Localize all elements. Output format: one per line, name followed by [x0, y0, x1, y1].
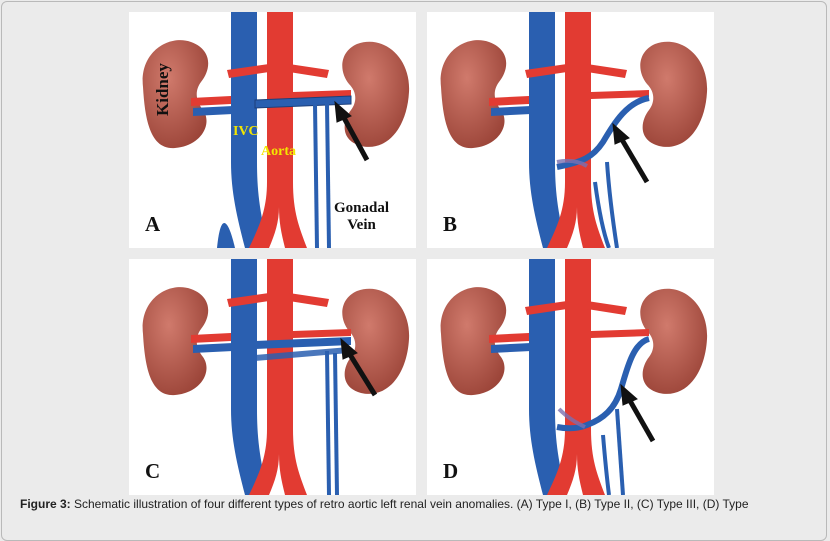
gonadal-label-line2: Vein [347, 217, 376, 234]
panel-letter-b: B [443, 212, 458, 236]
figure-number: Figure 3: [20, 497, 71, 511]
right-kidney [640, 41, 708, 147]
aorta [249, 259, 307, 495]
gonadal-vein-label: Gonadal Vein [334, 200, 389, 235]
arrow-pointer [620, 383, 656, 443]
panel-letter-a: A [145, 212, 161, 236]
left-kidney [142, 287, 209, 396]
caption-text: Schematic illustration of four different… [70, 497, 749, 511]
ivc [231, 259, 269, 495]
left-renal-vein [255, 337, 351, 349]
left-kidney [440, 40, 507, 149]
gonadal-vein [313, 104, 319, 248]
right-kidney [342, 288, 410, 394]
ivc-label: IVC [233, 124, 259, 139]
gonadal-label-line1: Gonadal [334, 200, 390, 216]
renal-anatomy-illustration-a [142, 12, 410, 248]
panel-type-1: Kidney IVC Aorta Gonadal Vein A [129, 12, 416, 248]
kidney-label: Kidney [153, 63, 172, 116]
figure-caption: Figure 3: Schematic illustration of four… [20, 497, 820, 511]
arrow-pointer [340, 337, 378, 397]
left-kidney [142, 40, 209, 149]
panel-letter-d: D [443, 459, 459, 483]
renal-anatomy-illustration-d [440, 259, 708, 495]
panel-type-3: C [129, 259, 416, 495]
panel-letter-c: C [145, 459, 161, 483]
right-kidney [640, 288, 708, 394]
aorta [547, 259, 605, 495]
panel-type-2: B [427, 12, 714, 248]
left-renal-vein [556, 336, 651, 432]
aorta-label: Aorta [261, 144, 296, 159]
right-kidney [342, 41, 410, 147]
ivc [529, 259, 567, 495]
arrow-pointer [612, 122, 650, 184]
left-kidney [440, 287, 507, 396]
arrow-pointer [334, 100, 370, 162]
panel-type-4: D [427, 259, 714, 495]
renal-anatomy-illustration-c [142, 259, 410, 495]
renal-anatomy-illustration-b [440, 12, 708, 248]
